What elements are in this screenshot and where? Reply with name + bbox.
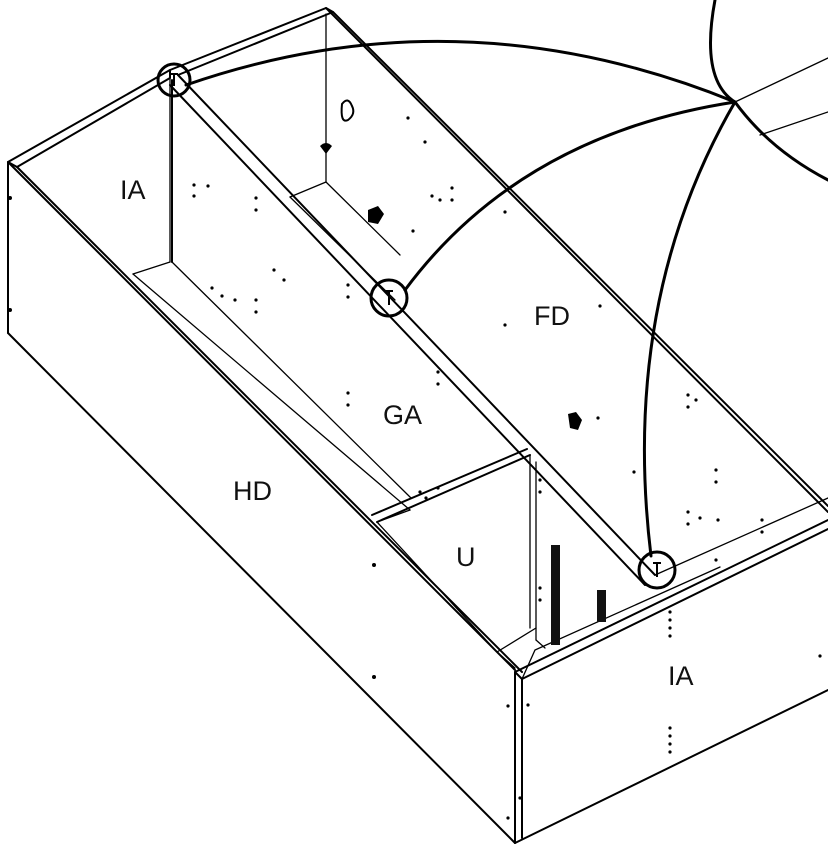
callout-top-left [156,62,192,98]
callout-lines [184,39,737,558]
hardware-fittings [320,99,582,430]
callout-middle [369,278,409,318]
label-ia-top: IA [120,175,146,205]
detail-magnifier [709,0,828,182]
screw-icon [385,290,393,305]
support-posts [551,545,606,645]
drill-holes [8,116,822,820]
screw-icon [653,562,661,577]
callout-front [637,550,677,590]
label-fd: FD [534,301,570,331]
label-ia-front: IA [668,661,694,691]
screw-icon [170,73,178,86]
label-u: U [456,542,476,572]
label-hd: HD [233,476,272,506]
label-ga: GA [383,400,422,430]
